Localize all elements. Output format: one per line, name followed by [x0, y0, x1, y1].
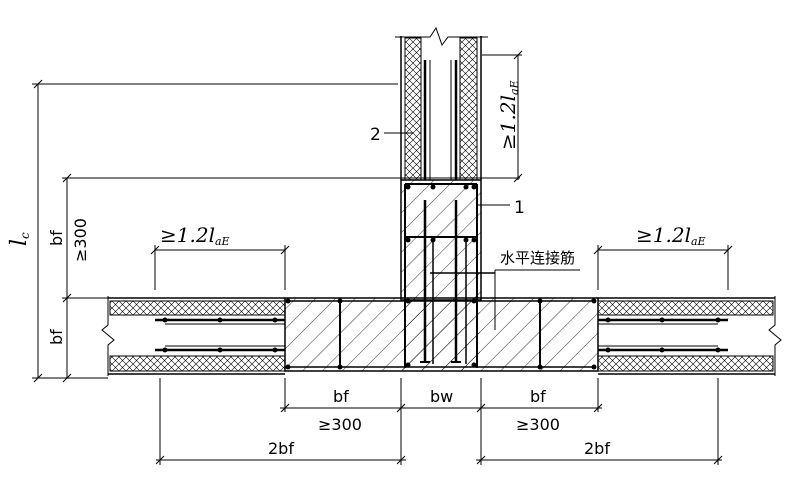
two-bf-right: 2bf: [584, 439, 610, 458]
bf-vertical-upper: bf: [47, 230, 66, 246]
right-flange-prefab: [597, 296, 782, 376]
ge300-bottom-left: ≥300: [318, 415, 362, 434]
two-bf-left: 2bf: [268, 439, 294, 458]
bf-bottom-right: bf: [530, 387, 546, 406]
callout-1: 1: [514, 198, 525, 218]
horizontal-bar-label: 水平连接筋: [500, 249, 575, 267]
bf-vertical-lower: bf: [47, 329, 66, 345]
right-lap-label: ≥1.2laE: [636, 223, 706, 248]
bf-bottom-left: bf: [333, 387, 349, 406]
left-lap-label: ≥1.2laE: [160, 223, 230, 248]
callout-2: 2: [370, 125, 381, 145]
dimension-lines: [32, 50, 733, 465]
column-prefab: [395, 26, 488, 181]
bw-bottom: bw: [430, 387, 453, 406]
lc-label: lc: [7, 232, 32, 246]
left-flange-prefab: [101, 296, 286, 376]
column-lap-label: ≥1.2laE: [496, 80, 521, 150]
text-labels: ≥1.2laE ≥1.2laE ≥1.2laE 2 1 水平连接筋 lc bf …: [7, 80, 706, 458]
ge300-vertical: ≥300: [71, 218, 90, 262]
ge300-bottom-right: ≥300: [516, 415, 560, 434]
core-cast-in-place: [284, 179, 599, 372]
